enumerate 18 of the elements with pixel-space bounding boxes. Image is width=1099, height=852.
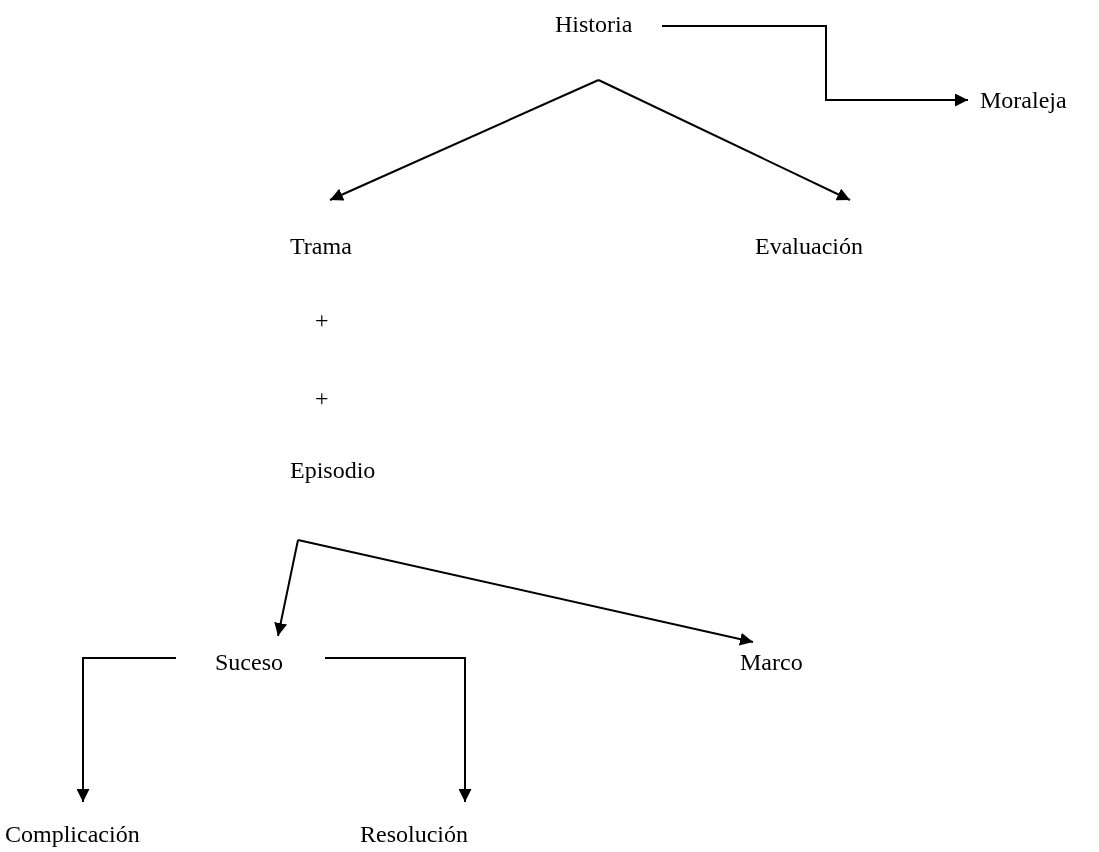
arrow <box>76 657 177 803</box>
arrow <box>274 539 299 637</box>
node-label: Episodio <box>290 456 376 484</box>
node-label: Trama <box>290 232 352 260</box>
arrow <box>297 539 754 646</box>
node-label: Complicación <box>5 820 140 848</box>
node-label: Evaluación <box>755 232 863 260</box>
node-label: Marco <box>740 648 803 676</box>
arrow <box>324 657 472 803</box>
node-label: Historia <box>555 10 633 38</box>
node-label: Moraleja <box>980 86 1067 114</box>
plus-sign: + <box>315 306 329 334</box>
arrow <box>329 79 600 201</box>
arrow <box>597 79 851 201</box>
plus-sign: + <box>315 384 329 412</box>
node-label: Resolución <box>360 820 468 848</box>
node-label: Suceso <box>215 648 283 676</box>
arrow <box>661 25 969 107</box>
